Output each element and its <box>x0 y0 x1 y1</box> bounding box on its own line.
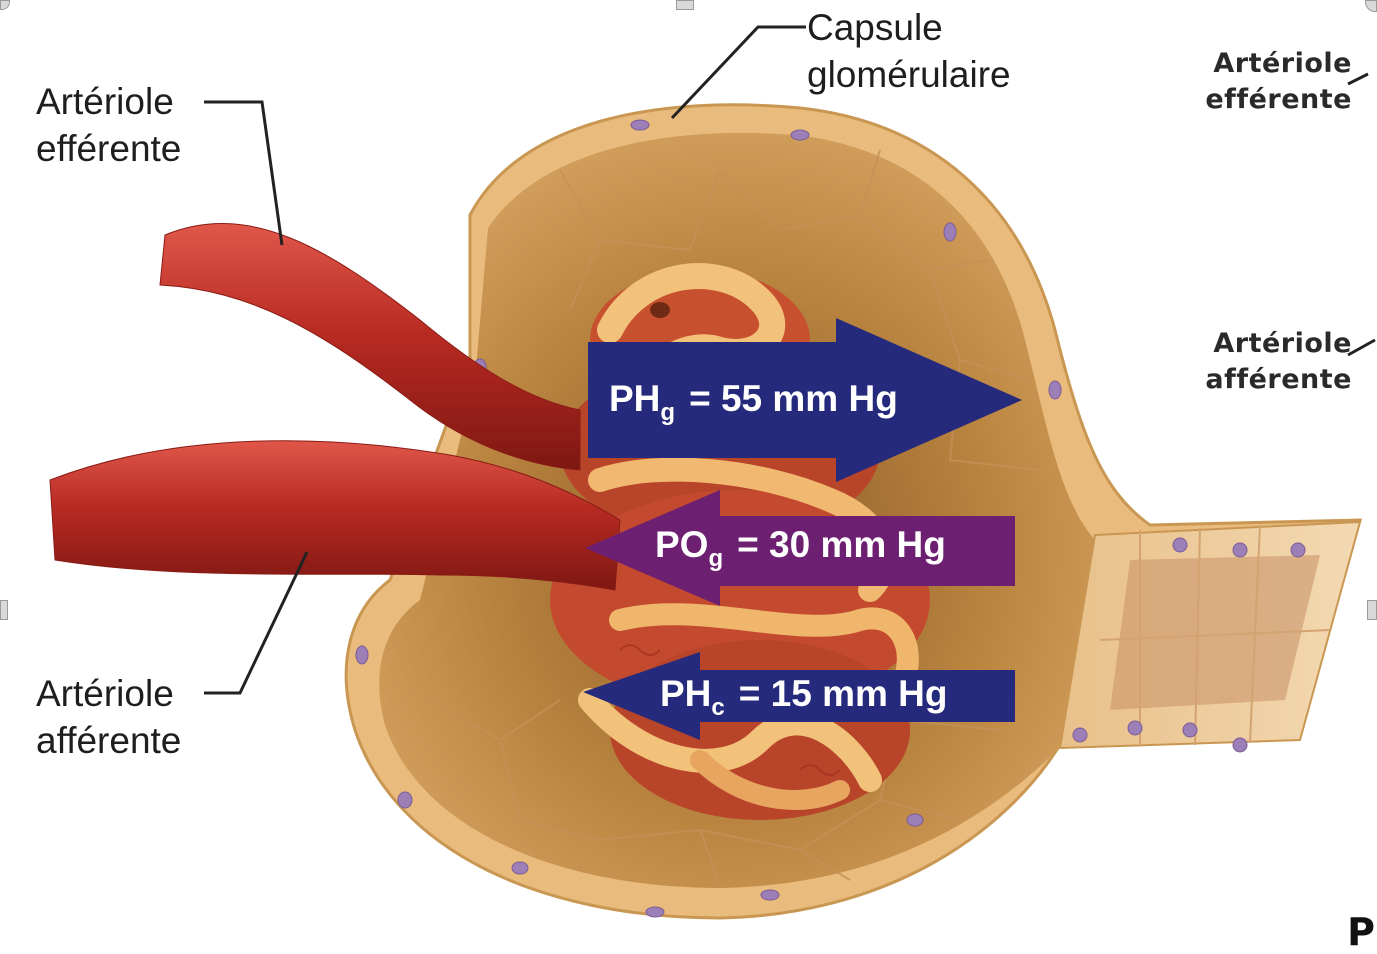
pog-label: POg= 30 mm Hg <box>655 524 946 573</box>
corner-letter: P <box>1347 910 1375 954</box>
phc-label: PHc= 15 mm Hg <box>660 673 948 722</box>
resize-handle-left[interactable] <box>0 600 8 620</box>
afferent-arteriole-label: Artériole afférente <box>36 670 181 764</box>
efferent-arteriole-label: Artériole efférente <box>36 78 181 172</box>
resize-handle-right[interactable] <box>1367 600 1377 620</box>
afferent-arteriole-label-right: Artériole afférente <box>1205 326 1352 398</box>
resize-handle-top[interactable] <box>676 0 694 10</box>
phg-label: PHg= 55 mm Hg <box>609 378 898 427</box>
capsule-label: Capsule glomérulaire <box>807 4 1011 98</box>
efferent-arteriole-label-right: Artériole efférente <box>1205 46 1352 118</box>
